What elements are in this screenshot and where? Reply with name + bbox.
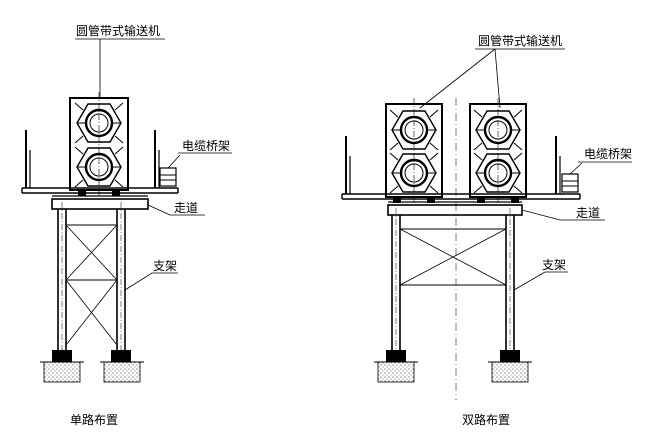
double-conveyor-label: 圆管带式输送机 bbox=[478, 33, 562, 48]
double-conveyor-frame-right bbox=[469, 98, 527, 205]
single-support-structure bbox=[51, 195, 149, 360]
single-caption: 单路布置 bbox=[70, 412, 118, 427]
double-left-belt-upper bbox=[388, 108, 440, 152]
single-walkway-platform bbox=[21, 130, 179, 194]
single-foundations bbox=[40, 350, 144, 383]
single-layout: 圆管带式输送机 电缆桥架 走道 支架 单路布置 bbox=[21, 23, 232, 427]
double-layout: 圆管带式输送机 电缆桥架 走道 支架 双路布置 bbox=[341, 33, 632, 427]
single-cable-tray-label: 电缆桥架 bbox=[182, 139, 230, 153]
single-support-label: 支架 bbox=[153, 259, 177, 273]
double-cable-tray-label: 电缆桥架 bbox=[584, 147, 632, 161]
single-cable-tray bbox=[159, 167, 177, 187]
single-conveyor-label: 圆管带式输送机 bbox=[76, 23, 160, 38]
single-walkway-label: 走道 bbox=[174, 201, 198, 215]
double-support-structure bbox=[387, 201, 523, 360]
double-leaders bbox=[419, 48, 632, 291]
double-foundations bbox=[374, 350, 532, 383]
double-conveyor-frame-left bbox=[385, 98, 443, 205]
double-cable-tray bbox=[561, 173, 579, 193]
single-conveyor-frame bbox=[69, 92, 129, 196]
double-walkway-label: 走道 bbox=[576, 206, 600, 220]
double-support-label: 支架 bbox=[542, 258, 566, 272]
double-caption: 双路布置 bbox=[462, 412, 510, 427]
double-right-belt-upper bbox=[472, 108, 524, 152]
double-walkway-platform bbox=[341, 136, 581, 200]
single-leaders bbox=[75, 38, 232, 291]
